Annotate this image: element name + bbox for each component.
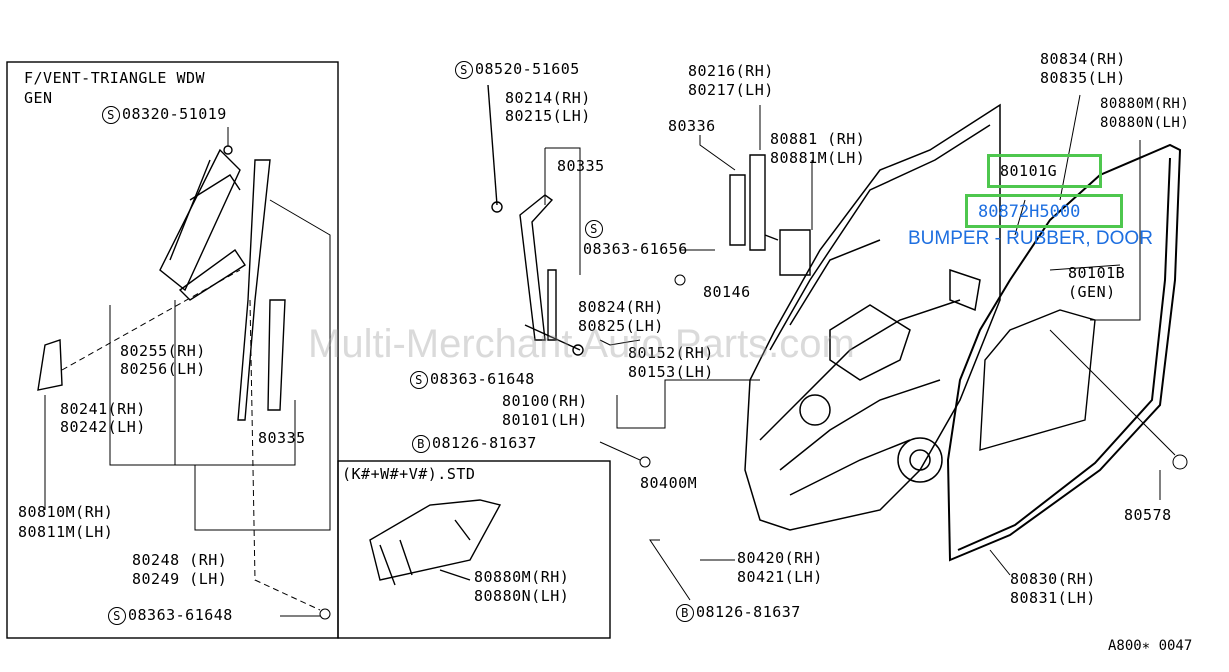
bolt-label-s-08363-a[interactable]: S xyxy=(585,219,605,238)
part-label-80153[interactable]: 80153(LH) xyxy=(628,363,714,381)
highlight-label-80872H5000: 80872H5000 xyxy=(978,202,1081,222)
part-label-80881[interactable]: 80881 (RH) xyxy=(770,130,866,148)
part-label-80336[interactable]: 80336 xyxy=(668,117,716,135)
part-label-80256[interactable]: 80256(LH) xyxy=(120,360,206,378)
part-label-80146[interactable]: 80146 xyxy=(703,283,751,301)
highlight-box-80872H5000[interactable]: 80872H5000 xyxy=(965,194,1123,228)
part-label-80834[interactable]: 80834(RH) xyxy=(1040,50,1126,68)
part-label-80101B[interactable]: 80101B xyxy=(1068,264,1126,282)
part-label-80216[interactable]: 80216(RH) xyxy=(688,62,774,80)
part-label-80830[interactable]: 80830(RH) xyxy=(1010,570,1096,588)
part-label-80100[interactable]: 80100(RH) xyxy=(502,392,588,410)
inset-frame-left xyxy=(6,61,339,639)
part-label-80825[interactable]: 80825(LH) xyxy=(578,317,664,335)
part-label-80217[interactable]: 80217(LH) xyxy=(688,81,774,99)
s-badge-icon: S xyxy=(102,106,120,124)
s-badge-icon: S xyxy=(585,220,603,238)
vent-window-assembly xyxy=(37,145,286,421)
part-label-80880N-inset[interactable]: 80880N(LH) xyxy=(474,587,570,605)
s-badge-icon: S xyxy=(455,61,473,79)
part-label-80249[interactable]: 80249 (LH) xyxy=(132,570,228,588)
inset-bottom-title: (K#+W#+V#).STD xyxy=(342,465,476,483)
highlight-box-80101G[interactable]: 80101G xyxy=(987,154,1102,188)
part-label-80880N-main[interactable]: 80880N(LH) xyxy=(1100,115,1190,131)
part-label-80831[interactable]: 80831(LH) xyxy=(1010,589,1096,607)
door-inner-panel xyxy=(744,103,1001,531)
b-badge-icon: B xyxy=(412,435,430,453)
inset-left-title: F/VENT-TRIANGLE WDW xyxy=(24,69,206,87)
b-badge-icon: B xyxy=(676,604,694,622)
part-label-80881M[interactable]: 80881M(LH) xyxy=(770,149,866,167)
part-label-80880M-main[interactable]: 80880M(RH) xyxy=(1100,96,1190,112)
highlight-description: BUMPER - RUBBER, DOOR xyxy=(908,228,1153,249)
door-glass xyxy=(979,309,1096,451)
part-label-80335-main[interactable]: 80335 xyxy=(557,157,605,175)
part-label-80811[interactable]: 80811M(LH) xyxy=(18,523,114,541)
part-label-80335-left[interactable]: 80335 xyxy=(258,429,306,447)
part-label-80255[interactable]: 80255(RH) xyxy=(120,342,206,360)
part-label-80421[interactable]: 80421(LH) xyxy=(737,568,823,586)
part-label-80241[interactable]: 80241(RH) xyxy=(60,400,146,418)
s-badge-icon: S xyxy=(108,607,126,625)
part-label-80152[interactable]: 80152(RH) xyxy=(628,344,714,362)
reference-code: A800∗ 0047 xyxy=(1108,638,1193,654)
run-channel-rear xyxy=(729,154,811,276)
part-label-80215[interactable]: 80215(LH) xyxy=(505,107,591,125)
part-label-80420[interactable]: 80420(RH) xyxy=(737,549,823,567)
run-channel-front xyxy=(487,84,584,356)
inset-frame-bottom xyxy=(337,460,611,639)
highlight-label-80101G: 80101G xyxy=(1000,162,1058,180)
part-label-80578[interactable]: 80578 xyxy=(1124,506,1172,524)
s-badge-icon: S xyxy=(410,371,428,389)
part-label-80242[interactable]: 80242(LH) xyxy=(60,418,146,436)
part-label-80101[interactable]: 80101(LH) xyxy=(502,411,588,429)
part-label-80248[interactable]: 80248 (RH) xyxy=(132,551,228,569)
part-label-80214[interactable]: 80214(RH) xyxy=(505,89,591,107)
part-label-80101B-gen: (GEN) xyxy=(1068,283,1116,301)
part-label-80835[interactable]: 80835(LH) xyxy=(1040,69,1126,87)
part-label-80810[interactable]: 80810M(RH) xyxy=(18,503,114,521)
door-weatherstrip xyxy=(946,143,1182,562)
watermark: Multi-Merchant Auto Parts.com xyxy=(308,322,855,366)
part-label-80400M[interactable]: 80400M xyxy=(640,474,698,492)
inset-left-subtitle: GEN xyxy=(24,89,53,107)
part-label-80824[interactable]: 80824(RH) xyxy=(578,298,664,316)
bolt-label-08363-a[interactable]: 08363-61656 xyxy=(583,240,688,258)
part-label-80880M-inset[interactable]: 80880M(RH) xyxy=(474,568,570,586)
glass-panel-std xyxy=(369,499,502,586)
